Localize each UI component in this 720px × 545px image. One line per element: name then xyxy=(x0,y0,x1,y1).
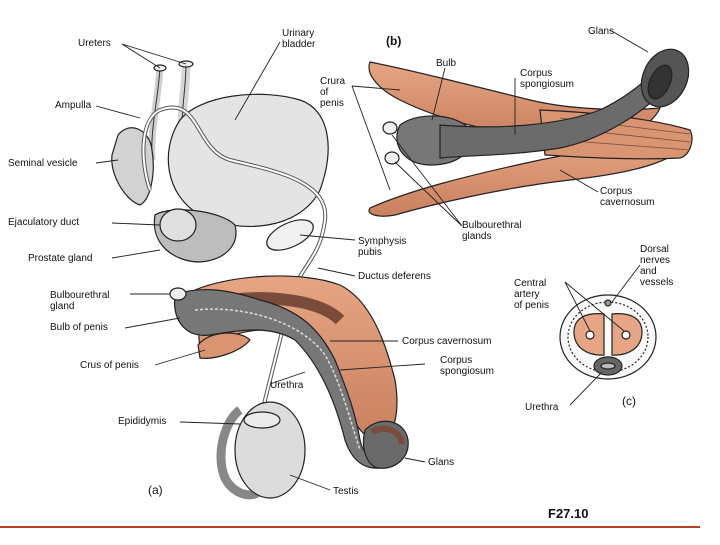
bulbourethral-gland-a xyxy=(169,287,187,301)
label-corpus-cavernosum-b: Corpus cavernosum xyxy=(600,186,655,208)
label-glans-b: Glans xyxy=(588,26,615,37)
label-glans-a: Glans xyxy=(428,457,455,468)
label-urethra-c: Urethra xyxy=(525,402,559,413)
label-corpus-spongiosum-b: Corpus spongiosum xyxy=(520,68,574,90)
panel-c-leaders xyxy=(564,264,641,406)
label-ejaculatory-duct: Ejaculatory duct xyxy=(8,217,80,228)
urethra-a xyxy=(194,308,361,451)
label-symphysis-pubis: Symphysis pubis xyxy=(358,236,407,258)
label-testis: Testis xyxy=(333,486,359,497)
crus-of-penis xyxy=(197,332,251,359)
label-dorsal-nerves-vessels: Dorsal nerves and vessels xyxy=(640,244,674,288)
label-bulb-b: Bulb xyxy=(436,58,457,69)
label-bulb-of-penis: Bulb of penis xyxy=(50,322,108,333)
bulbourethral-gland-b2 xyxy=(384,151,400,165)
central-artery-right xyxy=(621,330,631,340)
label-urinary-bladder: Urinary bladder xyxy=(282,28,316,50)
panel-c-drawing xyxy=(559,294,657,380)
label-bulbourethral-glands: Bulbourethral glands xyxy=(462,220,522,242)
bottom-accent-rule xyxy=(0,526,700,528)
label-central-artery: Central artery of penis xyxy=(514,278,550,311)
label-bulbourethral-gland: Bulbourethral gland xyxy=(50,290,110,312)
panel-a-leaders xyxy=(95,41,426,491)
label-crus-of-penis: Crus of penis xyxy=(80,360,139,371)
seminal-vesicle xyxy=(111,127,154,206)
panel-a-tag: (a) xyxy=(148,483,163,497)
label-ampulla: Ampulla xyxy=(55,100,92,111)
cross-section-urethra xyxy=(600,362,616,370)
panel-a-drawing xyxy=(111,60,409,500)
dorsal-vessel xyxy=(604,299,612,307)
urinary-bladder xyxy=(167,93,329,228)
label-corpus-spongiosum-a: Corpus spongiosum xyxy=(440,355,494,377)
label-ureters: Ureters xyxy=(78,38,111,49)
central-artery-left xyxy=(585,330,595,340)
panel-b-tag: (b) xyxy=(386,34,402,48)
figure-code: F27.10 xyxy=(548,506,589,521)
label-ductus-deferens: Ductus deferens xyxy=(358,271,431,282)
label-epididymis: Epididymis xyxy=(118,416,167,427)
label-prostate-gland: Prostate gland xyxy=(28,253,93,264)
bulbourethral-gland-b1 xyxy=(382,121,398,135)
symphysis-pubis xyxy=(266,219,314,251)
panel-c-tag: (c) xyxy=(622,394,636,408)
panel-b-leaders xyxy=(351,29,649,227)
label-urethra-a: Urethra xyxy=(270,380,304,391)
label-corpus-cavernosum-a: Corpus cavernosum xyxy=(402,336,492,347)
label-seminal-vesicle: Seminal vesicle xyxy=(8,158,78,169)
label-crura-of-penis: Crura of penis xyxy=(320,76,346,109)
